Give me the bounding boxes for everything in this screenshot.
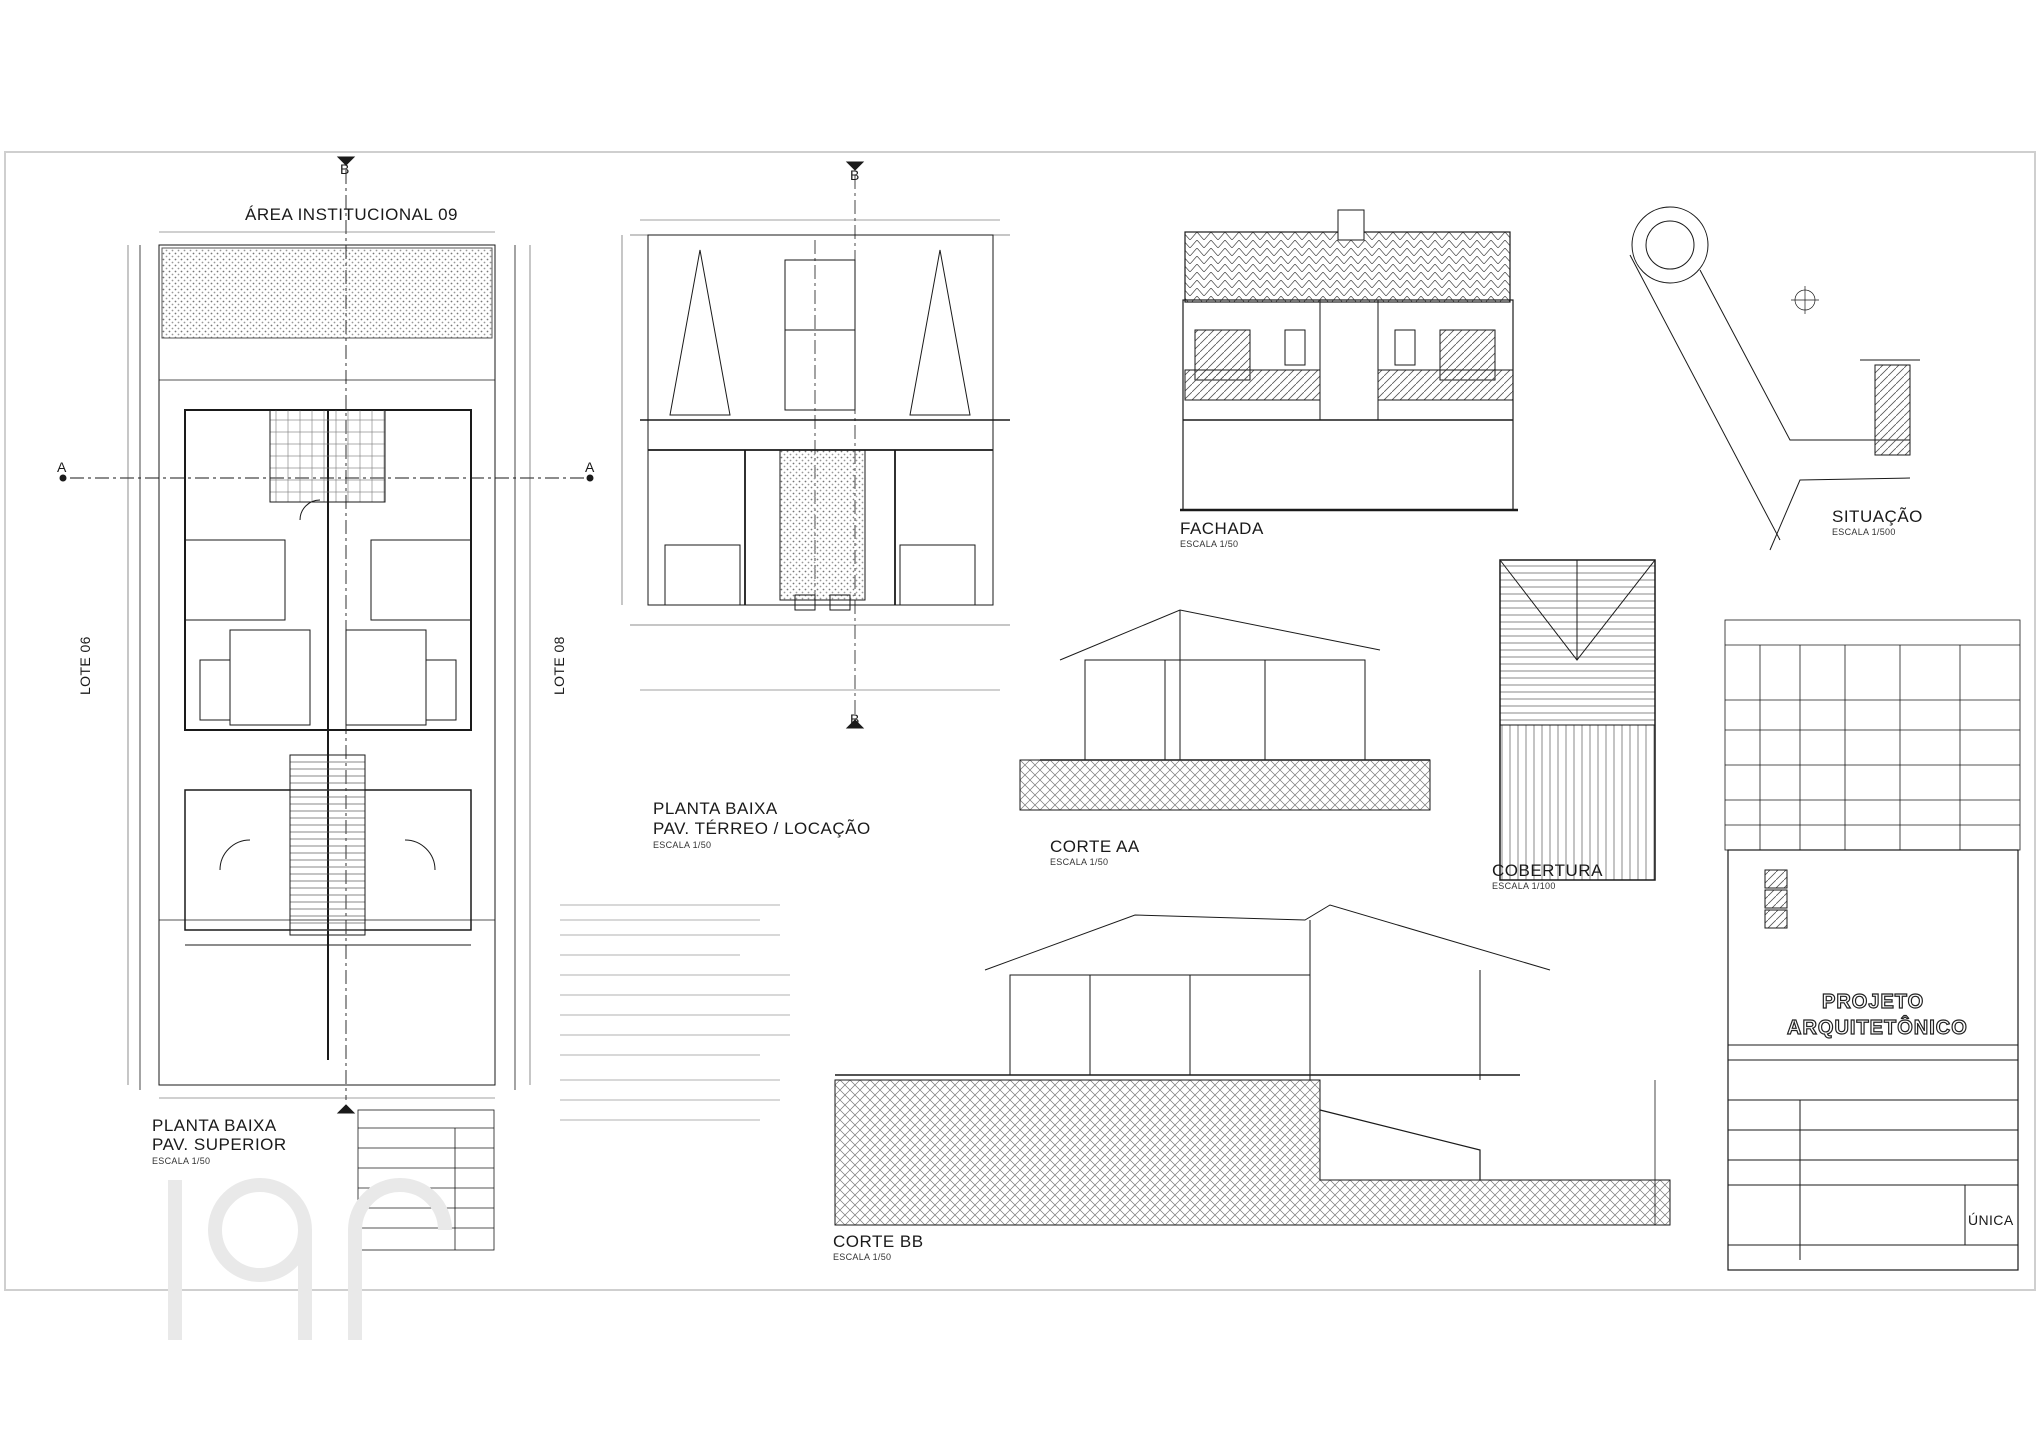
lote-06-label: LOTE 06 <box>77 636 93 695</box>
planta-terreo-subtitle: PAV. TÉRREO / LOCAÇÃO <box>653 819 871 838</box>
section-a-right-marker: A <box>585 459 595 475</box>
section-b-bottom-marker: B <box>850 711 860 727</box>
planta-superior-drawing <box>59 156 594 1114</box>
planta-superior-subtitle: PAV. SUPERIOR <box>152 1135 287 1154</box>
cobertura-scale: ESCALA 1/100 <box>1492 881 1556 891</box>
cobertura-drawing <box>1499 559 1656 881</box>
title-block <box>1727 849 2019 1271</box>
area-institucional-label: ÁREA INSTITUCIONAL 09 <box>245 205 458 224</box>
corte-aa-drawing <box>1019 609 1431 811</box>
fachada-scale: ESCALA 1/50 <box>1180 539 1239 549</box>
planta-terreo-drawing <box>621 161 1010 729</box>
section-b-top-left-marker: B <box>340 161 350 177</box>
planta-terreo-scale: ESCALA 1/50 <box>653 840 712 850</box>
corte-aa-scale: ESCALA 1/50 <box>1050 857 1109 867</box>
corte-bb-scale: ESCALA 1/50 <box>833 1252 892 1262</box>
notes-lines <box>560 904 790 1121</box>
planta-terreo-title: PLANTA BAIXA <box>653 799 778 818</box>
project-title-line2: ARQUITETÔNICO <box>1786 1017 1968 1039</box>
section-b-top-right-marker: B <box>850 167 860 183</box>
project-title-line1: PROJETO <box>1821 991 1925 1013</box>
watermark-logo <box>168 1178 452 1340</box>
sheet-id: ÚNICA <box>1968 1212 2014 1228</box>
situacao-scale: ESCALA 1/500 <box>1832 527 1896 537</box>
legend-table <box>1724 619 2021 851</box>
fachada-drawing <box>1180 209 1518 512</box>
situacao-drawing <box>1629 206 1920 551</box>
lote-08-label: LOTE 08 <box>551 636 567 695</box>
situacao-title: SITUAÇÃO <box>1832 507 1923 526</box>
area-table <box>357 1109 495 1251</box>
corte-bb-title: CORTE BB <box>833 1232 924 1251</box>
corte-bb-drawing <box>834 904 1671 1226</box>
corte-aa-title: CORTE AA <box>1050 837 1140 856</box>
fachada-title: FACHADA <box>1180 519 1264 538</box>
planta-superior-title: PLANTA BAIXA <box>152 1116 277 1135</box>
planta-superior-scale: ESCALA 1/50 <box>152 1156 211 1166</box>
sheet-frame <box>4 151 2036 1291</box>
cobertura-title: COBERTURA <box>1492 861 1603 880</box>
section-a-left-marker: A <box>57 459 67 475</box>
